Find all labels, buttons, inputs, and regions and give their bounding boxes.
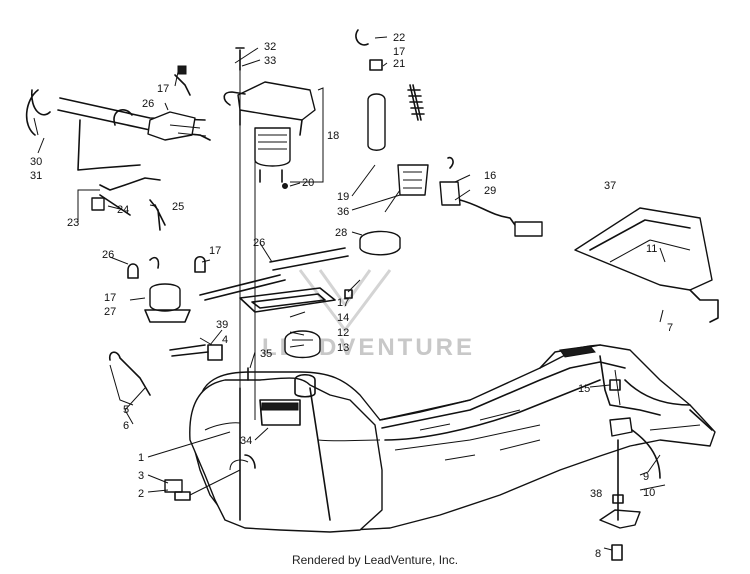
- footer-credit: Rendered by LeadVenture, Inc.: [291, 553, 459, 567]
- bottom-hardware: [599, 417, 661, 561]
- fuel-cap: [239, 287, 336, 359]
- callout-29: 29: [484, 185, 496, 197]
- callout-17a: 17: [157, 83, 169, 95]
- callout-27: 27: [104, 306, 116, 318]
- callout-28: 28: [335, 227, 347, 239]
- callout-38: 38: [590, 488, 602, 500]
- callout-20: 20: [302, 177, 314, 189]
- callout-26b: 26: [102, 249, 114, 261]
- callout-24: 24: [117, 204, 129, 216]
- callout-36: 36: [337, 206, 349, 218]
- callouts: 1 2 3 4 5 6 7 8 9 10 11 12 13 14 15 16 1…: [30, 32, 673, 560]
- callout-21: 21: [393, 58, 405, 70]
- callout-12: 12: [337, 327, 349, 339]
- pump-assembly: [223, 47, 316, 420]
- callout-23: 23: [67, 217, 79, 229]
- watermark-logo-icon: [298, 269, 392, 333]
- callout-22: 22: [393, 32, 405, 44]
- callout-9: 9: [643, 471, 649, 483]
- callout-18: 18: [327, 130, 339, 142]
- callout-8: 8: [595, 548, 601, 560]
- callout-6: 6: [123, 420, 129, 432]
- side-bolt: [164, 469, 241, 501]
- callout-26a: 26: [142, 98, 154, 110]
- callout-13: 13: [337, 342, 349, 354]
- callout-2: 2: [138, 488, 144, 500]
- callout-4: 4: [222, 334, 228, 346]
- vent-line: [108, 344, 223, 396]
- callout-1: 1: [138, 452, 144, 464]
- fuel-line-assembly: [25, 65, 211, 171]
- callout-10: 10: [643, 487, 655, 499]
- callout-33: 33: [264, 55, 276, 67]
- fuel-filter-left: [127, 247, 349, 323]
- callout-14: 14: [337, 312, 349, 324]
- fuel-sender: [355, 29, 429, 196]
- sensor-wire: [439, 156, 543, 237]
- callout-25: 25: [172, 201, 184, 213]
- callout-19: 19: [337, 191, 349, 203]
- callout-31: 31: [30, 170, 42, 182]
- small-fittings: [247, 367, 621, 391]
- callout-16: 16: [484, 170, 496, 182]
- callout-17c: 17: [209, 245, 221, 257]
- callout-39: 39: [216, 319, 228, 331]
- callout-26c: 26: [253, 237, 265, 249]
- callout-3: 3: [138, 470, 144, 482]
- callout-37: 37: [604, 180, 616, 192]
- fuel-filter-right: [344, 230, 401, 299]
- callout-17e: 17: [337, 297, 349, 309]
- callout-15: 15: [578, 383, 590, 395]
- callout-5: 5: [123, 404, 129, 416]
- callout-17b: 17: [393, 46, 405, 58]
- callout-32: 32: [264, 41, 276, 53]
- rear-cover: [574, 207, 719, 323]
- wire-harness: [91, 177, 166, 231]
- callout-35: 35: [260, 348, 272, 360]
- leader-lines: [33, 36, 666, 551]
- callout-34: 34: [240, 435, 252, 447]
- callout-7: 7: [667, 322, 673, 334]
- callout-30: 30: [30, 156, 42, 168]
- callout-11: 11: [646, 243, 657, 255]
- callout-17d: 17: [104, 292, 116, 304]
